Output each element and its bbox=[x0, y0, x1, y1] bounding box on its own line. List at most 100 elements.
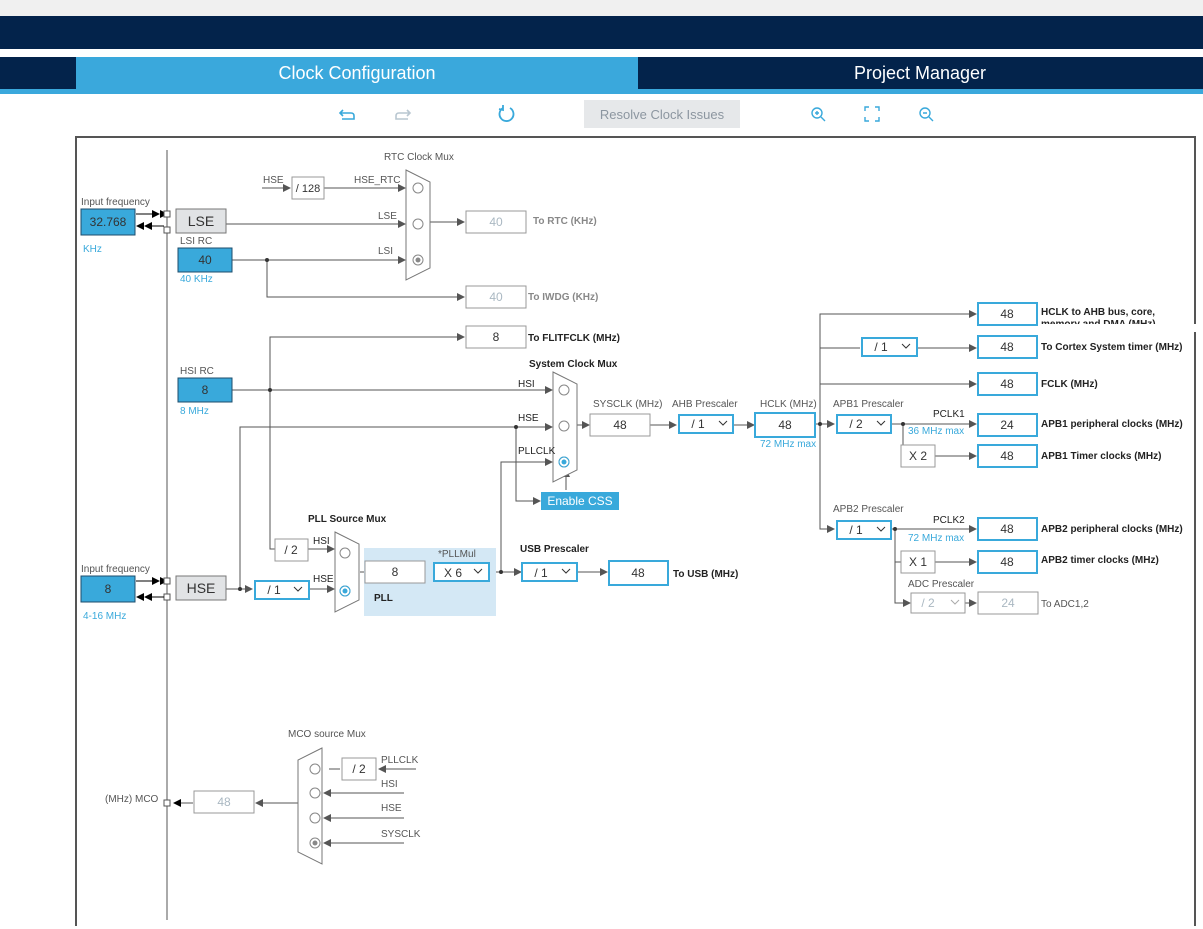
hsi-label: HSI RC bbox=[180, 366, 214, 377]
hse-prediv-select[interactable] bbox=[254, 580, 310, 600]
tab-project-manager[interactable]: Project Manager bbox=[853, 63, 987, 83]
mco-title: MCO source Mux bbox=[288, 729, 366, 740]
output-0-value: 48 bbox=[1000, 307, 1014, 321]
hclk-label: HCLK (MHz) bbox=[760, 399, 817, 410]
rtc-hse-label: HSE bbox=[263, 175, 284, 186]
output-3-label: APB1 peripheral clocks (MHz) bbox=[1041, 419, 1183, 430]
mco-hse-label: HSE bbox=[381, 803, 402, 814]
rtc-mux-hse-radio[interactable] bbox=[412, 182, 424, 194]
apb2-max: 72 MHz max bbox=[908, 533, 964, 544]
flit-out-label: To FLITFCLK (MHz) bbox=[528, 333, 620, 344]
rtc-lse-label: LSE bbox=[378, 211, 397, 222]
fit-screen-icon[interactable] bbox=[860, 102, 884, 126]
pll-in-value: 8 bbox=[392, 565, 399, 579]
tab-underline bbox=[0, 89, 1203, 94]
reset-icon[interactable] bbox=[494, 102, 518, 126]
hse-block-label: HSE bbox=[187, 580, 216, 596]
lse-input-label: Input frequency bbox=[81, 197, 150, 208]
mco-pll-divider bbox=[341, 757, 377, 781]
lse-input-frequency[interactable] bbox=[80, 208, 136, 236]
pll-label: PLL bbox=[374, 593, 393, 604]
cortex-timer-divider-select[interactable] bbox=[861, 337, 918, 357]
output-2-value: 48 bbox=[1000, 377, 1014, 391]
usb-out-label: To USB (MHz) bbox=[673, 569, 738, 580]
adc-label: ADC Prescaler bbox=[908, 579, 975, 590]
pll-src-title: PLL Source Mux bbox=[308, 514, 387, 525]
pll-src-hsi-radio[interactable] bbox=[339, 547, 351, 559]
resolve-clock-issues-button[interactable]: Resolve Clock Issues bbox=[584, 100, 740, 128]
lsi-label: LSI RC bbox=[180, 236, 212, 247]
mco-pllclk-radio[interactable] bbox=[309, 763, 321, 775]
pclk2-label: PCLK2 bbox=[933, 515, 965, 526]
redo-icon[interactable] bbox=[390, 102, 414, 126]
output-2-label: FCLK (MHz) bbox=[1041, 379, 1098, 390]
zoom-in-icon[interactable] bbox=[806, 102, 830, 126]
rtc-out-value: 40 bbox=[489, 215, 503, 229]
hse-input-frequency[interactable] bbox=[80, 575, 136, 603]
apb2-value: / 1 bbox=[849, 523, 863, 537]
rtc-out-label: To RTC (KHz) bbox=[533, 216, 597, 227]
hclk-input[interactable] bbox=[754, 412, 816, 438]
lsi-unit: 40 KHz bbox=[180, 274, 213, 285]
rtc-lsi-label: LSI bbox=[378, 246, 393, 257]
lse-unit: KHz bbox=[83, 244, 102, 255]
output-6-value: 48 bbox=[1000, 555, 1014, 569]
rtc-mux-lse-radio[interactable] bbox=[412, 218, 424, 230]
hsi-rc-value[interactable] bbox=[177, 377, 233, 403]
apb2-prescaler-select[interactable] bbox=[836, 520, 892, 540]
adc-prescaler-select[interactable] bbox=[910, 592, 966, 614]
undo-icon[interactable] bbox=[336, 102, 360, 126]
apb1-max: 36 MHz max bbox=[908, 426, 964, 437]
rtc-hse-rtc-label: HSE_RTC bbox=[354, 175, 401, 186]
cortex-div-value: / 1 bbox=[874, 340, 888, 354]
adc-out-value: 24 bbox=[1001, 596, 1015, 610]
usb-value: 48 bbox=[631, 566, 645, 580]
pll-hsi-div-value: / 2 bbox=[284, 543, 298, 557]
pll-hsi-divider bbox=[274, 538, 309, 562]
zoom-out-icon[interactable] bbox=[914, 102, 938, 126]
window-top-strip bbox=[0, 0, 1203, 16]
usb-prescaler-select[interactable] bbox=[521, 562, 578, 582]
lsi-rc-value[interactable] bbox=[177, 247, 233, 273]
pll-multiplier-select[interactable] bbox=[433, 562, 490, 582]
enable-css-button[interactable] bbox=[541, 492, 619, 510]
output-6-label: APB2 timer clocks (MHz) bbox=[1041, 555, 1159, 566]
apb2-timer-multiplier bbox=[900, 550, 936, 574]
enable-css-label: Enable CSS bbox=[547, 494, 612, 508]
sys-pllclk-label: PLLCLK bbox=[518, 446, 556, 457]
sysclk-label: SYSCLK (MHz) bbox=[593, 399, 662, 410]
mco-hsi-label: HSI bbox=[381, 779, 398, 790]
hclk-max: 72 MHz max bbox=[760, 439, 816, 450]
output-0-label: HCLK to AHB bus, core, bbox=[1041, 307, 1155, 318]
rtc-hse-divider bbox=[291, 176, 325, 200]
apb1-value: / 2 bbox=[849, 417, 863, 431]
tab-clock-configuration[interactable]: Clock Configuration bbox=[76, 57, 638, 89]
ahb-prescaler-select[interactable] bbox=[678, 414, 734, 434]
iwdg-out-value: 40 bbox=[489, 290, 503, 304]
output-1-label: To Cortex System timer (MHz) bbox=[1041, 342, 1183, 353]
apb1-prescaler-select[interactable] bbox=[836, 414, 892, 434]
apb1-label: APB1 Prescaler bbox=[833, 399, 904, 410]
sysclk-value: 48 bbox=[613, 418, 627, 432]
sys-mux-hse-radio[interactable] bbox=[558, 420, 570, 432]
pll-hsi-label: HSI bbox=[313, 536, 330, 547]
adc-prescaler-value: / 2 bbox=[921, 596, 935, 610]
rtc-mux-title: RTC Clock Mux bbox=[384, 152, 454, 163]
mco-value: 48 bbox=[217, 795, 231, 809]
hsi-value: 8 bbox=[202, 383, 209, 397]
flit-out-value: 8 bbox=[493, 330, 500, 344]
pll-mul-label: *PLLMul bbox=[438, 549, 476, 560]
hclk-value: 48 bbox=[778, 418, 792, 432]
app-header-bar bbox=[0, 16, 1203, 49]
mco-hsi-radio[interactable] bbox=[309, 787, 321, 799]
apb1-timer-mul: X 2 bbox=[909, 449, 927, 463]
pll-hse-label: HSE bbox=[313, 574, 334, 585]
sys-mux-hsi-radio[interactable] bbox=[558, 384, 570, 396]
apb2-label: APB2 Prescaler bbox=[833, 504, 904, 515]
mco-hse-radio[interactable] bbox=[309, 812, 321, 824]
output-5-label: APB2 peripheral clocks (MHz) bbox=[1041, 524, 1183, 535]
output-3-value: 24 bbox=[1000, 418, 1014, 432]
pll-source-mux bbox=[334, 531, 360, 613]
sys-hsi-label: HSI bbox=[518, 379, 535, 390]
